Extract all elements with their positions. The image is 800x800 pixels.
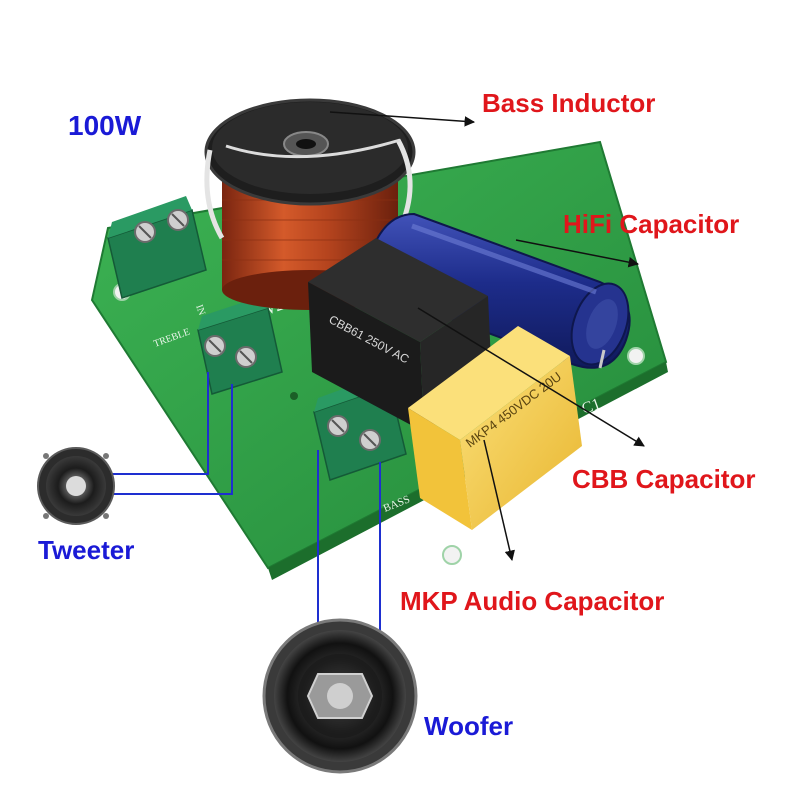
tweeter-icon bbox=[37, 447, 115, 525]
pcb-in-print: IN bbox=[193, 303, 207, 317]
mounting-hole bbox=[627, 347, 645, 365]
hifi-capacitor-label: HiFi Capacitor bbox=[563, 209, 740, 239]
bass-inductor-label: Bass Inductor bbox=[482, 88, 656, 118]
woofer-wire bbox=[317, 450, 381, 634]
tweeter-wire bbox=[112, 372, 233, 495]
mkp-capacitor: MKP4 450VDC 20U bbox=[408, 326, 582, 530]
cbb-capacitor-label: CBB Capacitor bbox=[572, 464, 756, 494]
tweeter-label: Tweeter bbox=[38, 535, 135, 565]
arrow-icon bbox=[329, 111, 645, 562]
woofer-icon bbox=[262, 618, 418, 774]
mounting-hole bbox=[290, 392, 298, 400]
woofer-label: Woofer bbox=[424, 711, 514, 741]
mkp-capacitor-label: MKP Audio Capacitor bbox=[400, 586, 665, 616]
pcb-c1-print: C1 bbox=[580, 395, 603, 417]
mounting-hole bbox=[442, 545, 462, 565]
hifi-capacitor bbox=[367, 212, 631, 369]
screw-terminal-icon bbox=[107, 196, 207, 299]
power-rating-label: 100W bbox=[68, 110, 142, 141]
